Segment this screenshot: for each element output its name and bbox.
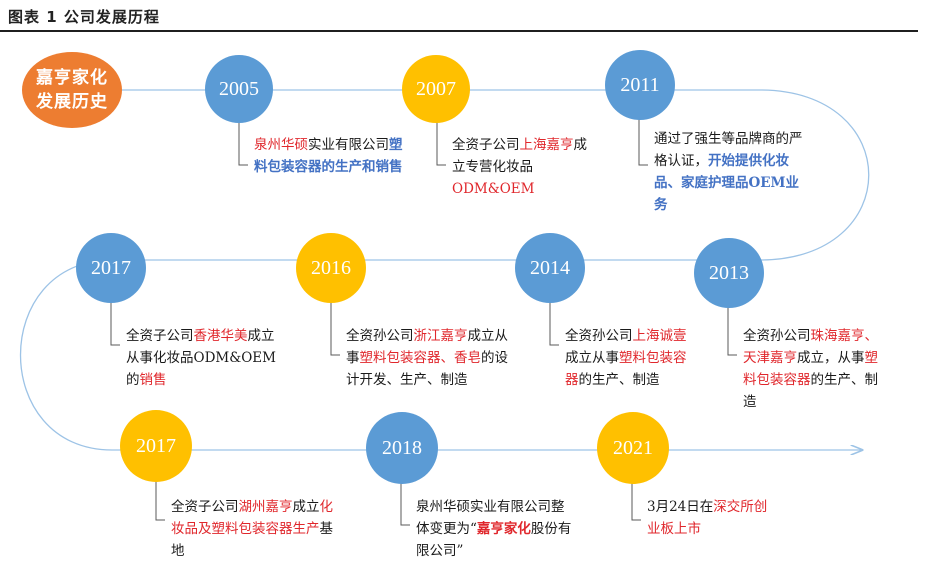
connector-2016 bbox=[330, 295, 340, 356]
start-line-1: 嘉亨家化 bbox=[36, 68, 108, 88]
connector-2017a bbox=[110, 295, 120, 346]
connector-2007 bbox=[436, 118, 446, 166]
connector-2005 bbox=[238, 118, 248, 166]
desc-2017b: 全资子公司湖州嘉亨成立化妆品及塑料包装容器生产基地 bbox=[171, 499, 333, 559]
desc-2016: 全资孙公司浙江嘉亨成立从事塑料包装容器、香皂的设计开发、生产、制造 bbox=[346, 328, 508, 388]
node-2007: 2007 bbox=[402, 55, 470, 123]
desc-2011: 通过了强生等品牌商的严格认证，开始提供化妆品、家庭护理品OEM业务 bbox=[654, 131, 803, 213]
title-rule bbox=[0, 30, 918, 32]
desc-2018: 泉州华硕实业有限公司整体变更为“嘉亨家化股份有限公司” bbox=[416, 499, 572, 559]
desc-2005: 泉州华硕实业有限公司塑料包装容器的生产和销售 bbox=[254, 137, 403, 175]
connector-2011 bbox=[638, 118, 648, 166]
node-2016: 2016 bbox=[296, 233, 366, 303]
desc-2013: 全资孙公司珠海嘉亨、天津嘉亨成立，从事塑料包装容器的生产、制造 bbox=[743, 328, 878, 410]
desc-2021: 3月24日在深交所创业板上市 bbox=[647, 499, 768, 537]
connector-2021 bbox=[631, 478, 641, 521]
node-2018: 2018 bbox=[366, 412, 438, 484]
node-2017b: 2017 bbox=[120, 410, 192, 482]
node-2021: 2021 bbox=[597, 412, 669, 484]
connector-2017b bbox=[155, 470, 165, 521]
node-2017a: 2017 bbox=[76, 233, 146, 303]
desc-2014: 全资孙公司上海诚壹成立从事塑料包装容器的生产、制造 bbox=[565, 328, 687, 388]
node-2013: 2013 bbox=[694, 238, 764, 308]
connector-2018 bbox=[400, 478, 410, 526]
start-line-2: 发展历史 bbox=[36, 92, 108, 112]
node-2014: 2014 bbox=[515, 233, 585, 303]
connector-2014 bbox=[549, 295, 559, 346]
node-2005: 2005 bbox=[205, 55, 273, 123]
path-row-1 bbox=[122, 89, 870, 261]
connector-2013 bbox=[727, 300, 737, 356]
desc-2007: 全资子公司上海嘉亨成立专营化妆品ODM&OEM bbox=[452, 137, 587, 197]
history-start-badge: 嘉亨家化 发展历史 bbox=[22, 52, 122, 128]
figure-title: 图表 1 公司发展历程 bbox=[8, 8, 160, 26]
desc-2017a: 全资子公司香港华美成立从事化妆品ODM&OEM的销售 bbox=[126, 328, 276, 388]
node-2011: 2011 bbox=[605, 50, 675, 120]
